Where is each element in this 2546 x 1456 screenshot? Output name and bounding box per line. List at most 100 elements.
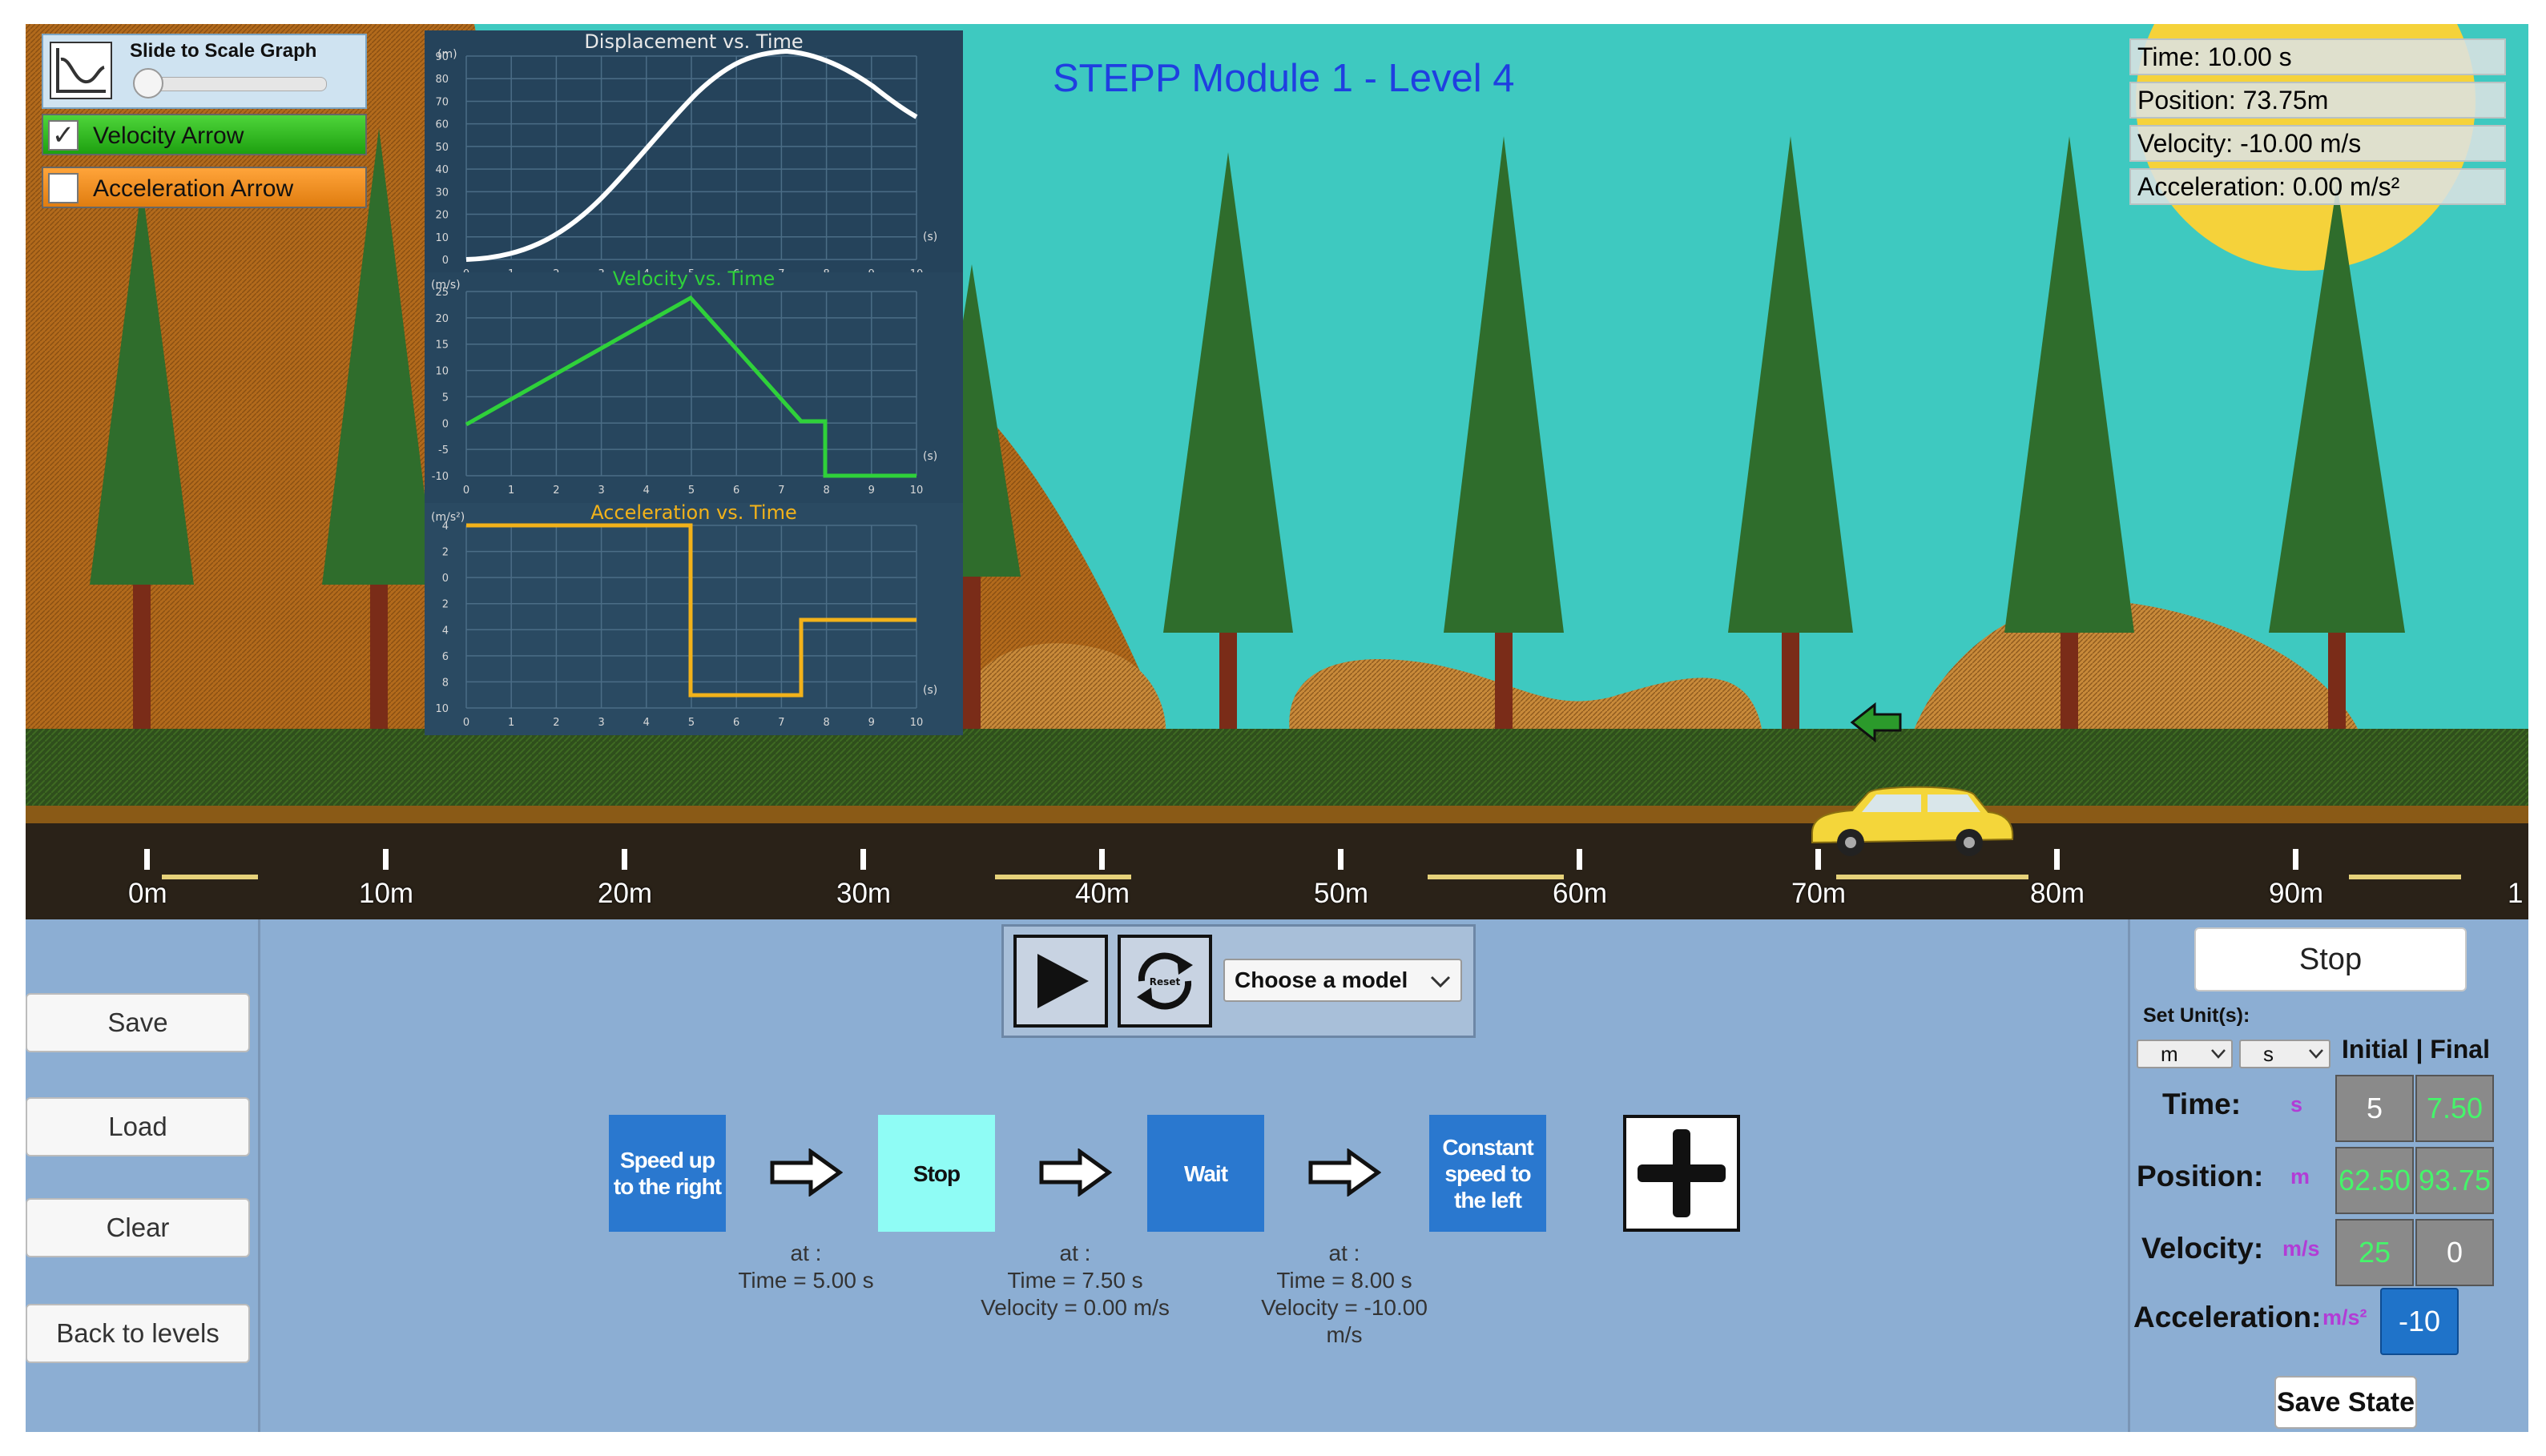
plus-icon: [1638, 1129, 1726, 1217]
save-button[interactable]: Save: [26, 993, 250, 1052]
velocity-x-unit: (s): [923, 450, 937, 463]
save-state-button[interactable]: Save State: [2274, 1376, 2417, 1429]
displacement-y-tick-label: 10: [435, 232, 449, 244]
displacement-y-tick-label: 30: [435, 187, 449, 199]
velocity-y-tick-label: 20: [435, 313, 449, 325]
position-final-field[interactable]: 93.75: [2415, 1147, 2494, 1214]
acceleration-x-tick-label: 1: [508, 717, 514, 729]
displacement-graph-title: Displacement vs. Time: [584, 30, 803, 53]
velocity-x-tick-label: 6: [733, 485, 739, 497]
model-select[interactable]: Choose a model: [1223, 959, 1462, 1002]
clear-button[interactable]: Clear: [26, 1198, 250, 1257]
motion-graphs-svg: Displacement vs. Time (m) (s) 9080706050…: [425, 30, 963, 735]
play-icon: [1037, 954, 1089, 1008]
chevron-down-icon: [2211, 1049, 2226, 1059]
acceleration-arrow-toggle[interactable]: Acceleration Arrow: [42, 167, 367, 208]
stop-button[interactable]: Stop: [2194, 927, 2467, 991]
chevron-down-icon: [1430, 975, 1451, 988]
time-initial-field[interactable]: 5: [2335, 1075, 2414, 1142]
position-unit: m: [2290, 1164, 2310, 1189]
transition-line: Velocity = -10.00: [1261, 1295, 1428, 1320]
acceleration-y-tick-label: 4: [442, 625, 449, 637]
position-initial-field[interactable]: 62.50: [2335, 1147, 2414, 1214]
acceleration-y-tick-label: 2: [442, 599, 449, 611]
distance-marker: 10m: [359, 878, 414, 909]
velocity-y-unit: (m/s): [431, 279, 461, 292]
right-arrow-icon: [1039, 1148, 1112, 1197]
displacement-y-tick-label: 20: [435, 210, 449, 222]
displacement-y-unit: (m): [437, 48, 457, 61]
scale-slider-track[interactable]: [135, 77, 327, 91]
acceleration-y-unit: (m/s²): [431, 511, 465, 524]
step-speed-up-right[interactable]: Speed up to the right: [609, 1115, 726, 1232]
model-select-value: Choose a model: [1235, 967, 1408, 992]
transition-condition: at : Time = 7.50 s Velocity = 0.00 m/s: [955, 1240, 1195, 1321]
displacement-y-tick-label: 40: [435, 164, 449, 176]
acceleration-x-tick-label: 0: [463, 717, 469, 729]
step-constant-speed-left[interactable]: Constant speed to the left: [1429, 1115, 1546, 1232]
reset-button[interactable]: Reset: [1118, 935, 1212, 1028]
acceleration-x-tick-label: 4: [643, 717, 650, 729]
acceleration-x-tick-label: 2: [553, 717, 559, 729]
time-unit-select[interactable]: s: [2239, 1040, 2330, 1068]
velocity-initial-field[interactable]: 25: [2335, 1219, 2414, 1286]
mound: [1908, 600, 2365, 745]
distance-marker: 60m: [1553, 878, 1608, 909]
back-to-levels-button[interactable]: Back to levels: [26, 1304, 250, 1363]
scale-slider-handle[interactable]: [133, 68, 163, 99]
distance-marker: 20m: [598, 878, 653, 909]
velocity-graph: Velocity vs. Time (m/s) (s) 2520151050-5…: [425, 267, 963, 503]
velocity-y-tick-label: 0: [442, 418, 449, 430]
acceleration-y-tick-label: 4: [442, 521, 449, 533]
velocity-graph-title: Velocity vs. Time: [613, 267, 775, 290]
mound: [1289, 659, 1764, 745]
velocity-arrow-checkbox[interactable]: ✓: [48, 120, 79, 151]
simulation-scene: STEPP Module 1 - Level 4 Slide to Scale …: [26, 24, 2528, 919]
add-step-button[interactable]: [1623, 1115, 1740, 1232]
acceleration-field[interactable]: -10: [2380, 1288, 2459, 1355]
time-final-field[interactable]: 7.50: [2415, 1075, 2494, 1142]
distance-marker: 0m: [128, 878, 167, 909]
distance-marker: 50m: [1314, 878, 1369, 909]
displacement-x-unit: (s): [923, 231, 937, 243]
time-label: Time:: [2162, 1088, 2242, 1120]
distance-marker: 90m: [2269, 878, 2324, 909]
displacement-y-tick-label: 50: [435, 142, 449, 154]
velocity-arrow-label: Velocity Arrow: [93, 123, 244, 149]
acceleration-graph-title: Acceleration vs. Time: [590, 501, 796, 524]
velocity-y-tick-label: -10: [432, 471, 449, 483]
acceleration-x-tick-label: 10: [910, 717, 924, 729]
acceleration-line: [466, 523, 916, 698]
velocity-x-tick-label: 7: [778, 485, 784, 497]
distance-marker: 40m: [1075, 878, 1130, 909]
displacement-graph: Displacement vs. Time (m) (s) 9080706050…: [425, 30, 963, 280]
velocity-y-tick-label: -5: [438, 444, 449, 457]
displacement-y-tick-label: 80: [435, 74, 449, 86]
distance-unit-value: m: [2161, 1042, 2178, 1066]
velocity-x-tick-label: 3: [598, 485, 604, 497]
scale-slider-label: Slide to Scale Graph: [130, 40, 317, 62]
distance-unit-select[interactable]: m: [2137, 1040, 2233, 1068]
position-label: Position:: [2137, 1160, 2264, 1193]
readout-velocity: Velocity: -10.00 m/s: [2129, 125, 2506, 162]
load-button[interactable]: Load: [26, 1097, 250, 1156]
graph-icon[interactable]: [50, 42, 112, 99]
velocity-y-tick-label: 5: [442, 392, 449, 404]
play-button[interactable]: [1013, 935, 1108, 1028]
step-stop[interactable]: Stop: [878, 1115, 995, 1232]
velocity-arrow-toggle[interactable]: ✓ Velocity Arrow: [42, 114, 367, 155]
chevron-down-icon: [2309, 1049, 2323, 1059]
displacement-y-tick-label: 60: [435, 119, 449, 131]
velocity-final-field[interactable]: 0: [2415, 1219, 2494, 1286]
step-wait[interactable]: Wait: [1147, 1115, 1264, 1232]
readout-acceleration: Acceleration: 0.00 m/s²: [2129, 168, 2506, 205]
velocity-x-tick-label: 9: [868, 485, 875, 497]
time-unit: s: [2290, 1092, 2303, 1116]
acceleration-arrow-checkbox[interactable]: [48, 173, 79, 203]
velocity-y-tick-label: 15: [435, 340, 449, 352]
transition-condition: at : Time = 8.00 s Velocity = -10.00 m/s: [1224, 1240, 1464, 1349]
